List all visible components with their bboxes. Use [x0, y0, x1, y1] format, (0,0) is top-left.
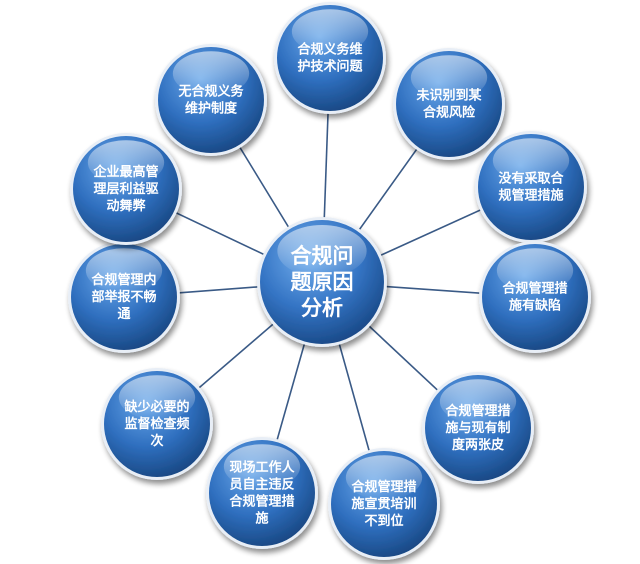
node-bl1 — [206, 437, 318, 549]
node-1-label-line: 合规风险 — [423, 104, 476, 120]
center-circle — [257, 217, 387, 347]
center-label: 合规问题原因分析 — [291, 244, 354, 320]
node-2-label-line: 规管理措施 — [498, 187, 563, 203]
node-0-label-line: 护技术问题 — [297, 58, 363, 74]
node-tr2 — [475, 131, 587, 243]
node-br2-gloss — [345, 455, 423, 500]
node-9-label: 企业最高管理层利益驱动舞弊 — [92, 164, 158, 214]
node-bl1-gloss — [223, 444, 301, 489]
node-4-label-line: 施与现有制 — [445, 420, 510, 436]
node-10-label-line: 维护制度 — [185, 100, 238, 116]
node-3-label: 合规管理措施有缺陷 — [502, 280, 567, 313]
node-6-label-line: 合规管理措 — [229, 493, 294, 509]
cause-nodes: 合规义务维护技术问题未识别到某合规风险没有采取合规管理措施合规管理措施有缺陷合规… — [68, 2, 591, 560]
node-7-label-line: 监督检查频 — [124, 416, 189, 432]
node-6-label-line: 员自主违反 — [229, 476, 294, 492]
node-7-label-line: 次 — [150, 433, 163, 449]
node-bl2-gloss — [118, 375, 196, 420]
node-tl1 — [70, 133, 182, 245]
node-4-label-line: 合规管理措 — [445, 403, 510, 419]
node-8-label-line: 通 — [117, 306, 130, 322]
node-tl2 — [155, 44, 267, 156]
node-6-label-line: 现场工作人 — [229, 459, 295, 475]
node-tl1-gloss — [87, 140, 165, 185]
center-label-line: 题原因 — [291, 270, 354, 294]
node-9-label-line: 动舞弊 — [106, 198, 146, 214]
center-node: 合规问题原因分析 — [257, 217, 387, 347]
node-l — [68, 241, 180, 353]
node-5-label-line: 不到位 — [364, 513, 403, 529]
node-8-label: 合规管理内部举报不畅通 — [91, 272, 156, 322]
node-tr1-gloss — [410, 55, 488, 100]
node-9-label-line: 企业最高管 — [92, 164, 158, 180]
node-5-label-line: 合规管理措 — [351, 479, 416, 495]
node-l-gloss — [85, 248, 163, 293]
node-tr2-gloss — [492, 138, 570, 183]
node-10-label: 无合规义务维护制度 — [177, 83, 244, 116]
node-10-label-line: 无合规义务 — [177, 83, 244, 99]
node-r — [479, 241, 591, 353]
node-5-label: 合规管理措施宣贯培训不到位 — [351, 479, 416, 529]
node-br1 — [422, 372, 534, 484]
node-br2 — [328, 448, 440, 560]
node-4-label-line: 度两张皮 — [452, 437, 504, 453]
node-6-label-line: 施 — [255, 510, 268, 526]
node-5-label-line: 施宣贯培训 — [351, 496, 416, 512]
node-4-label: 合规管理措施与现有制度两张皮 — [445, 403, 510, 453]
node-1-label: 未识别到某合规风险 — [415, 87, 482, 120]
center-label-line: 分析 — [301, 296, 343, 320]
node-2-label: 没有采取合规管理措施 — [498, 170, 564, 203]
node-6-label: 现场工作人员自主违反合规管理措施 — [229, 459, 295, 526]
node-8-label-line: 部举报不畅 — [91, 289, 156, 305]
node-br1-gloss — [439, 379, 517, 424]
node-8-label-line: 合规管理内 — [91, 272, 156, 288]
node-r-gloss — [496, 248, 574, 293]
node-0-label: 合规义务维护技术问题 — [297, 41, 363, 74]
node-9-label-line: 理层利益驱 — [93, 181, 158, 197]
node-1-label-line: 未识别到某 — [415, 87, 482, 103]
node-tl2-gloss — [172, 51, 250, 96]
node-7-label: 缺少必要的监督检查频次 — [123, 399, 189, 449]
node-bl2 — [101, 368, 213, 480]
center-circle-gloss — [277, 224, 367, 278]
center-label-line: 合规问 — [291, 244, 354, 268]
node-top-gloss — [291, 9, 369, 54]
node-3-label-line: 合规管理措 — [502, 280, 567, 296]
node-top — [274, 2, 386, 114]
node-2-label-line: 没有采取合 — [498, 170, 564, 186]
node-tr1 — [393, 48, 505, 160]
node-7-label-line: 缺少必要的 — [123, 399, 189, 415]
node-3-label-line: 施有缺陷 — [509, 297, 561, 313]
node-0-label-line: 合规义务维 — [297, 41, 362, 57]
